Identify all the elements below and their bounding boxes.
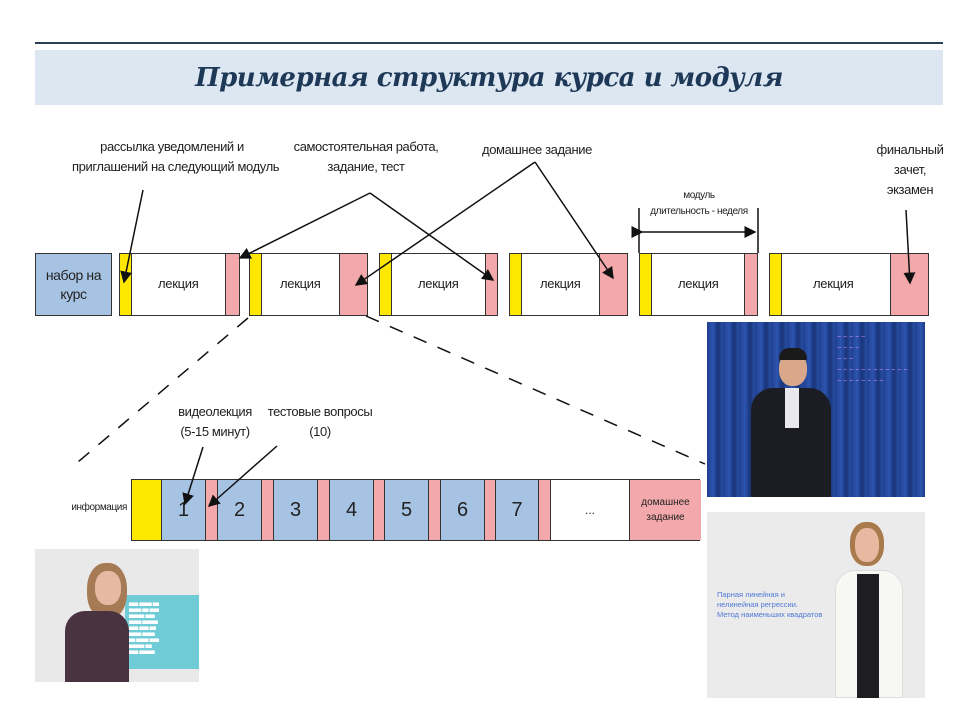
test-block — [261, 480, 273, 540]
selfwork-arrow — [369, 192, 495, 281]
homework-arrow — [354, 161, 536, 286]
test-block — [538, 480, 550, 540]
module-block: лекция — [639, 253, 758, 316]
video-block: 5 — [384, 480, 428, 540]
enrollment-block: набор на курс — [35, 253, 112, 316]
lecturer-video-thumbnail[interactable]: ▆▆▆ ▆▆▆▆ ▆▆▆▆▆▆ ▆▆ ▆▆▆▆▆▆▆▆ ▆▆▆▆▆▆▆ ▆▆▆▆… — [35, 549, 199, 682]
info-label: информация — [71, 502, 127, 513]
info-block — [132, 480, 161, 540]
homework-label: домашнее задание — [482, 142, 592, 157]
board-formulas: ~ ~ ~ ~ ~~ ~ ~ ~~ ~ ~~ ~ ~ ~ ~ ~ ~ ~ ~ ~… — [837, 334, 908, 385]
final-module-block: лекция — [769, 253, 929, 316]
more-block: ... — [550, 480, 629, 540]
lecturer-figure — [751, 348, 831, 497]
test-block — [317, 480, 329, 540]
title-band: Примерная структура курса и модуля — [35, 50, 943, 105]
video-arrow — [182, 446, 204, 506]
video-block: 7 — [495, 480, 538, 540]
video-block: 4 — [329, 480, 373, 540]
module-block: лекция — [509, 253, 628, 316]
video-block: 1 — [161, 480, 205, 540]
selfwork-arrow — [238, 192, 371, 259]
video-block: 2 — [217, 480, 261, 540]
lecturer-video-thumbnail[interactable]: ~ ~ ~ ~ ~~ ~ ~ ~~ ~ ~~ ~ ~ ~ ~ ~ ~ ~ ~ ~… — [707, 322, 925, 497]
test-block — [484, 480, 495, 540]
page-title: Примерная структура курса и модуля — [195, 62, 783, 93]
module-block: лекция — [119, 253, 240, 316]
header-rule — [35, 42, 943, 44]
test-block — [373, 480, 384, 540]
test-block — [428, 480, 440, 540]
homework-arrow — [534, 161, 614, 280]
selfwork-label: самостоятельная работа,задание, тест — [293, 139, 439, 174]
test-arrow — [207, 445, 278, 507]
final-arrow — [903, 209, 916, 285]
video-lecture-label: видеолекция(5-15 минут) — [178, 404, 252, 439]
video-block: 6 — [440, 480, 484, 540]
video-block: 3 — [273, 480, 317, 540]
mailing-arrow — [120, 189, 144, 284]
test-questions-label: тестовые вопросы(10) — [267, 404, 373, 439]
zoom-dash — [365, 315, 706, 465]
zoom-dash — [77, 317, 249, 463]
